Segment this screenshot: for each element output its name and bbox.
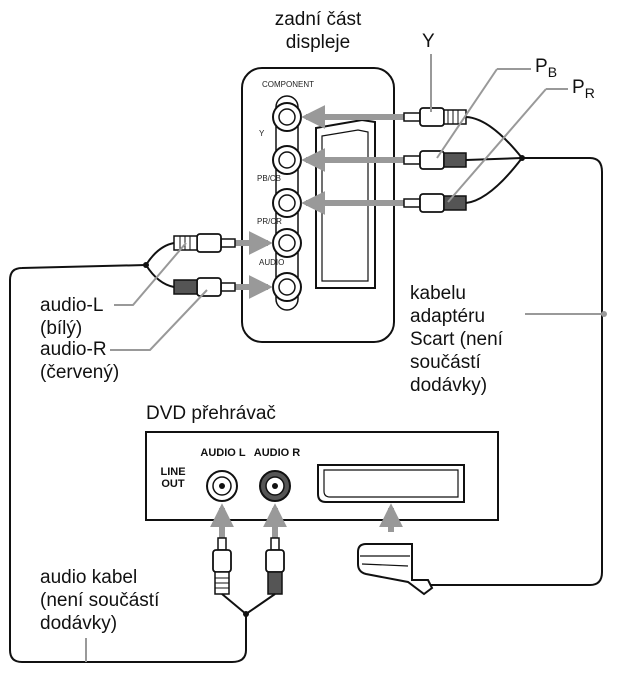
display-jack-pb-label: PB/CB [257,174,282,183]
display-jack-y [272,102,302,132]
display-jack-pb [272,145,302,175]
display-audio-label: AUDIO [259,258,285,267]
display-jack-audio-l [272,228,302,258]
display-jack-pr [272,188,302,218]
callout-audio-r: audio-R (červený) [40,339,120,383]
component-cable [301,105,603,586]
dvd-audio-l-label: AUDIO L [200,447,246,459]
plug-pb [403,150,467,170]
dvd-title: DVD přehrávač [146,403,276,424]
dvd-plug-audio-l [212,537,232,595]
callout-pr: PR [572,77,595,101]
display-jack-y-label: Y [259,129,265,138]
display-jack-pr-label: PR/CR [257,217,282,226]
dvd-audio-r-label: AUDIO R [253,447,301,459]
callout-lines-audio [110,242,208,351]
dvd-audio-cord-merge [221,593,276,616]
plug-pr [403,193,467,213]
dvd-jack-audio-l [206,470,238,502]
callout-scart-cable: kabelu adaptéru Scart (není součástí dod… [410,283,503,396]
callout-audio-cable: audio kabel (není součástí dodávky) [40,567,160,634]
plug-audio-l-display [173,233,236,253]
callout-lines-component [430,54,607,317]
dvd-scart-socket [317,464,465,503]
callout-y: Y [422,31,435,52]
display-component-label: COMPONENT [262,80,314,89]
dvd-plug-audio-r [265,537,285,595]
display-back-title: zadní část displeje [274,9,362,53]
dvd-jack-audio-r [259,470,291,502]
plug-y [403,107,467,127]
dvd-connection-arrows [210,503,403,538]
dvd-line-out-label: LINE OUT [160,466,186,490]
display-audio-cable [9,231,273,663]
display-jack-audio-r [272,272,302,302]
callout-audio-l: audio-L (bílý) [40,295,104,339]
scart-adapter-plug [357,543,434,596]
callout-pb: PB [535,56,558,80]
